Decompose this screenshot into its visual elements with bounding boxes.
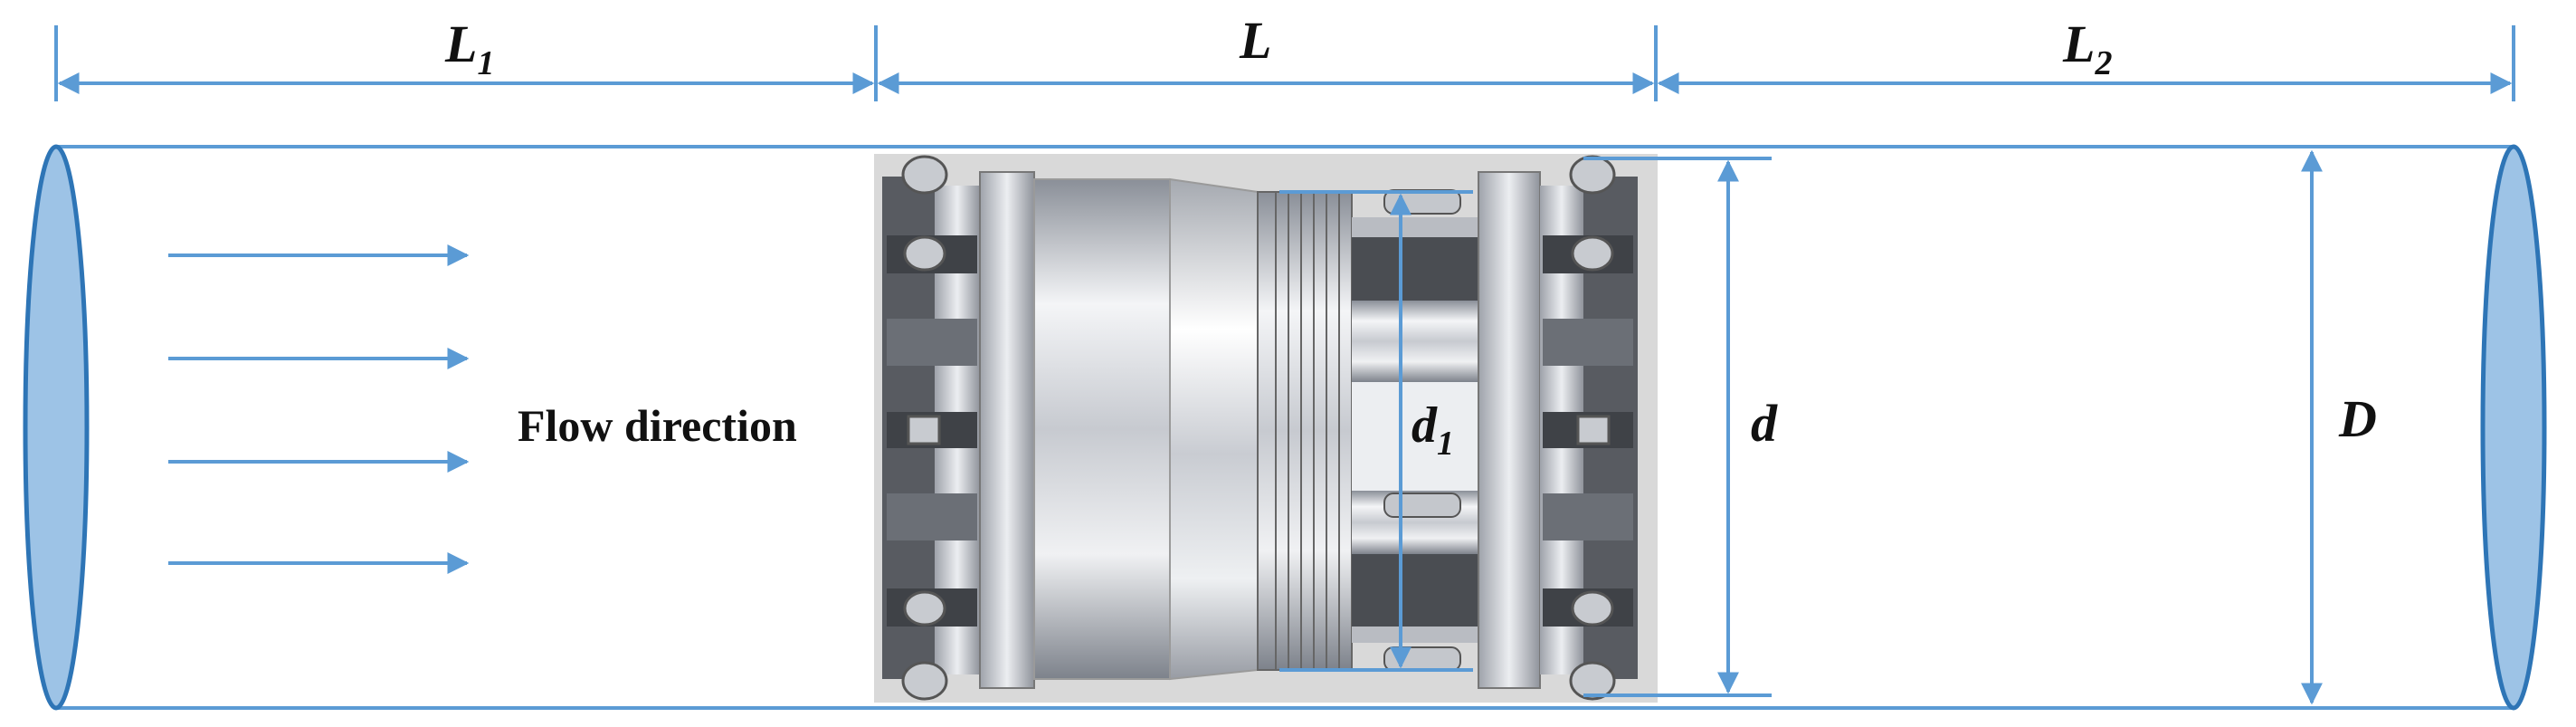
- flowmeter-device: [874, 154, 1658, 703]
- bolt-head: [1569, 661, 1616, 701]
- flow-arrows: [168, 244, 470, 574]
- left-flange: [979, 171, 1035, 689]
- throat-band-light: [1352, 301, 1478, 382]
- pipe: [23, 144, 2547, 711]
- bolt-head: [907, 415, 941, 445]
- contraction-cone: [1169, 177, 1259, 681]
- pipe-inlet-ellipse: [23, 144, 90, 711]
- bolt-head: [1571, 590, 1614, 627]
- label-L: L: [1239, 11, 1271, 70]
- flow-direction-label: Flow direction: [518, 400, 797, 451]
- throat-band-light: [1352, 382, 1478, 491]
- d1-dimension: [1279, 190, 1473, 672]
- bolt-head: [1569, 155, 1616, 195]
- right-bolt-bar: [1543, 319, 1633, 366]
- d-dimension: [1583, 157, 1772, 697]
- left-bolt-bar: [887, 319, 977, 366]
- post-cap: [1383, 646, 1461, 672]
- post-cap: [1383, 493, 1461, 518]
- label-d1: d1: [1412, 397, 1454, 463]
- left-bolt-bar: [887, 493, 977, 540]
- throat-band-dark: [1352, 237, 1478, 301]
- rib-rings: [1257, 191, 1353, 671]
- body-cylinder: [1033, 178, 1171, 680]
- throat-band-dark: [1352, 554, 1478, 627]
- right-flange: [1478, 171, 1541, 689]
- bolt-head: [901, 155, 948, 195]
- label-L2: L2: [2062, 14, 2112, 82]
- bolt-head: [1571, 235, 1614, 272]
- bolt-head: [903, 235, 946, 272]
- bolt-head: [901, 661, 948, 701]
- label-D: D: [2338, 389, 2377, 448]
- top-dimensions: [54, 25, 2515, 101]
- pipe-outlet-ellipse: [2480, 144, 2547, 711]
- bolt-head: [903, 590, 946, 627]
- label-d: d: [1751, 394, 1778, 453]
- bolt-head: [1576, 415, 1611, 445]
- label-L1: L1: [444, 14, 494, 82]
- right-bolt-bar: [1543, 493, 1633, 540]
